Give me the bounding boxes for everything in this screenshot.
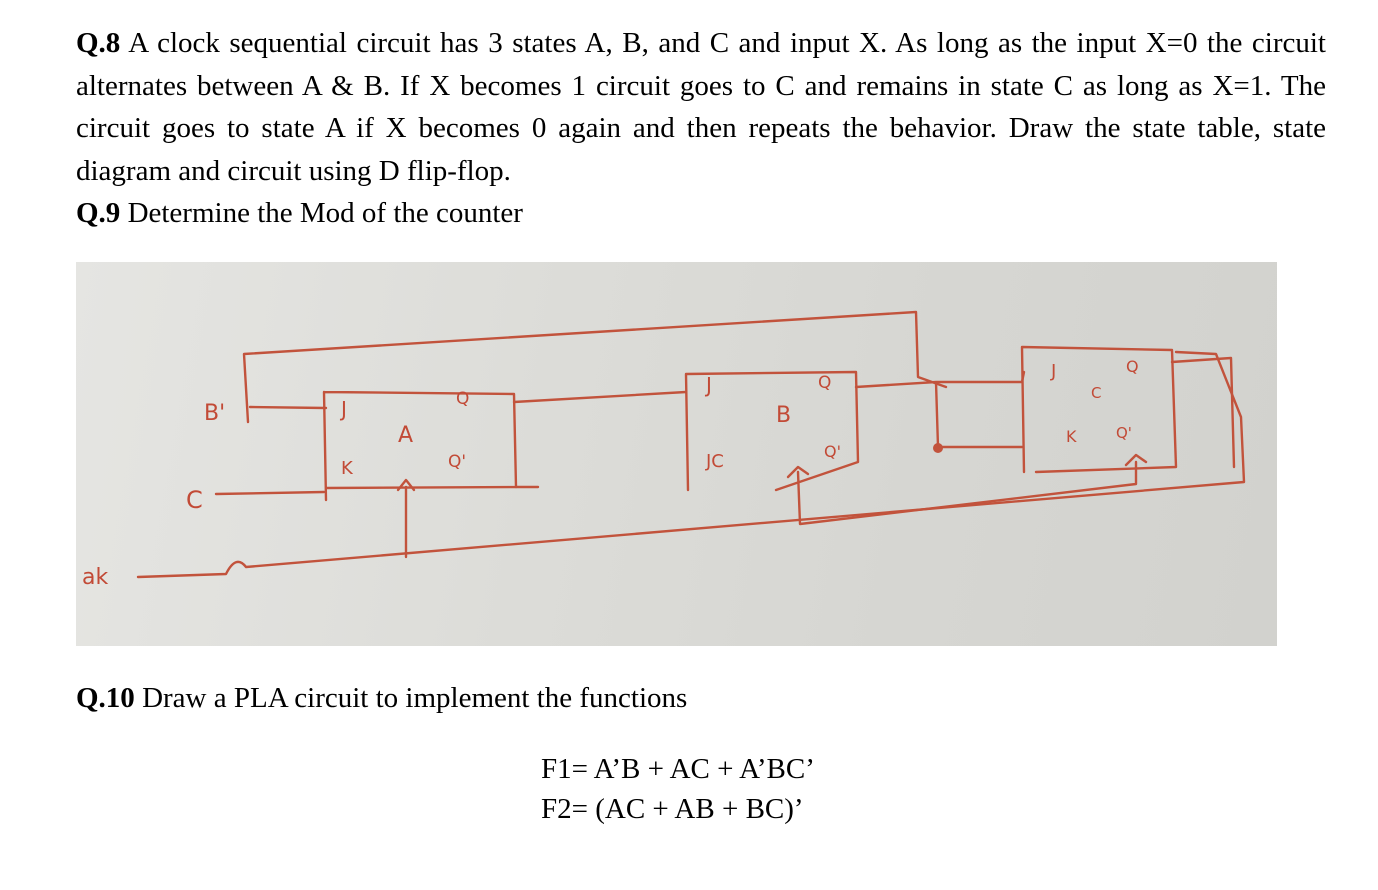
ff-a-q: Q <box>456 389 469 409</box>
function-f1: F1= A’B + AC + A’BC’ <box>541 753 815 785</box>
label-clock: ak <box>82 565 108 590</box>
question-8-number: Q.8 <box>76 27 121 59</box>
ff-c-q: Q <box>1126 357 1139 376</box>
ff-b-q: Q <box>818 373 831 393</box>
clock-wire <box>136 350 1246 579</box>
ff-a-name: A <box>398 423 413 448</box>
question-10: Q.10 Draw a PLA circuit to implement the… <box>76 678 687 718</box>
flip-flop-a-box <box>322 390 518 502</box>
bprime-wire <box>248 405 328 410</box>
question-9-text: Determine the Mod of the counter <box>120 197 523 229</box>
clock-triangle-b <box>786 465 810 479</box>
question-10-text: Draw a PLA circuit to implement the func… <box>134 682 688 714</box>
ff-b-j: J <box>704 373 712 397</box>
qb-to-c-wire <box>854 370 1026 449</box>
ff-c-j: J <box>1050 361 1056 382</box>
question-8-text: A clock sequential circuit has 3 states … <box>76 27 1326 187</box>
question-10-number: Q.10 <box>76 682 135 714</box>
junction-dot <box>933 443 943 453</box>
flip-flop-b-box <box>684 370 860 492</box>
clock-branch-b <box>796 460 1138 526</box>
qa-to-jb-wire <box>512 390 688 404</box>
function-f2: F2= (AC + AB + BC)’ <box>541 793 804 825</box>
ff-c-name: C <box>1091 384 1101 402</box>
counter-circuit-drawing: B' C ak J A Q K Q' J B Q JC Q' J C Q K Q… <box>82 310 1246 590</box>
ff-c-qbar: Q' <box>1116 424 1132 442</box>
clock-triangle-a <box>396 478 416 492</box>
ff-a-qbar: Q' <box>448 452 466 472</box>
ff-c-k: K <box>1066 427 1077 446</box>
label-bprime: B' <box>204 401 225 426</box>
feedback-wire-top <box>242 310 948 424</box>
label-c: C <box>186 486 203 514</box>
clock-triangle-c <box>1124 453 1148 467</box>
question-8: Q.8 A clock sequential circuit has 3 sta… <box>76 22 1326 192</box>
ff-b-k: JC <box>705 451 724 472</box>
counter-circuit-photo: B' C ak J A Q K Q' J B Q JC Q' J C Q K Q… <box>76 262 1277 646</box>
ff-b-name: B <box>776 403 791 428</box>
flip-flop-c-box <box>1020 345 1178 474</box>
qc-output-wire <box>1170 356 1236 469</box>
c-input-wire <box>214 490 326 496</box>
question-9-number: Q.9 <box>76 197 121 229</box>
ff-a-k: K <box>341 458 354 479</box>
ff-a-j: J <box>339 397 347 421</box>
question-9: Q.9 Determine the Mod of the counter <box>76 192 523 234</box>
ff-b-qbar: Q' <box>824 442 841 461</box>
